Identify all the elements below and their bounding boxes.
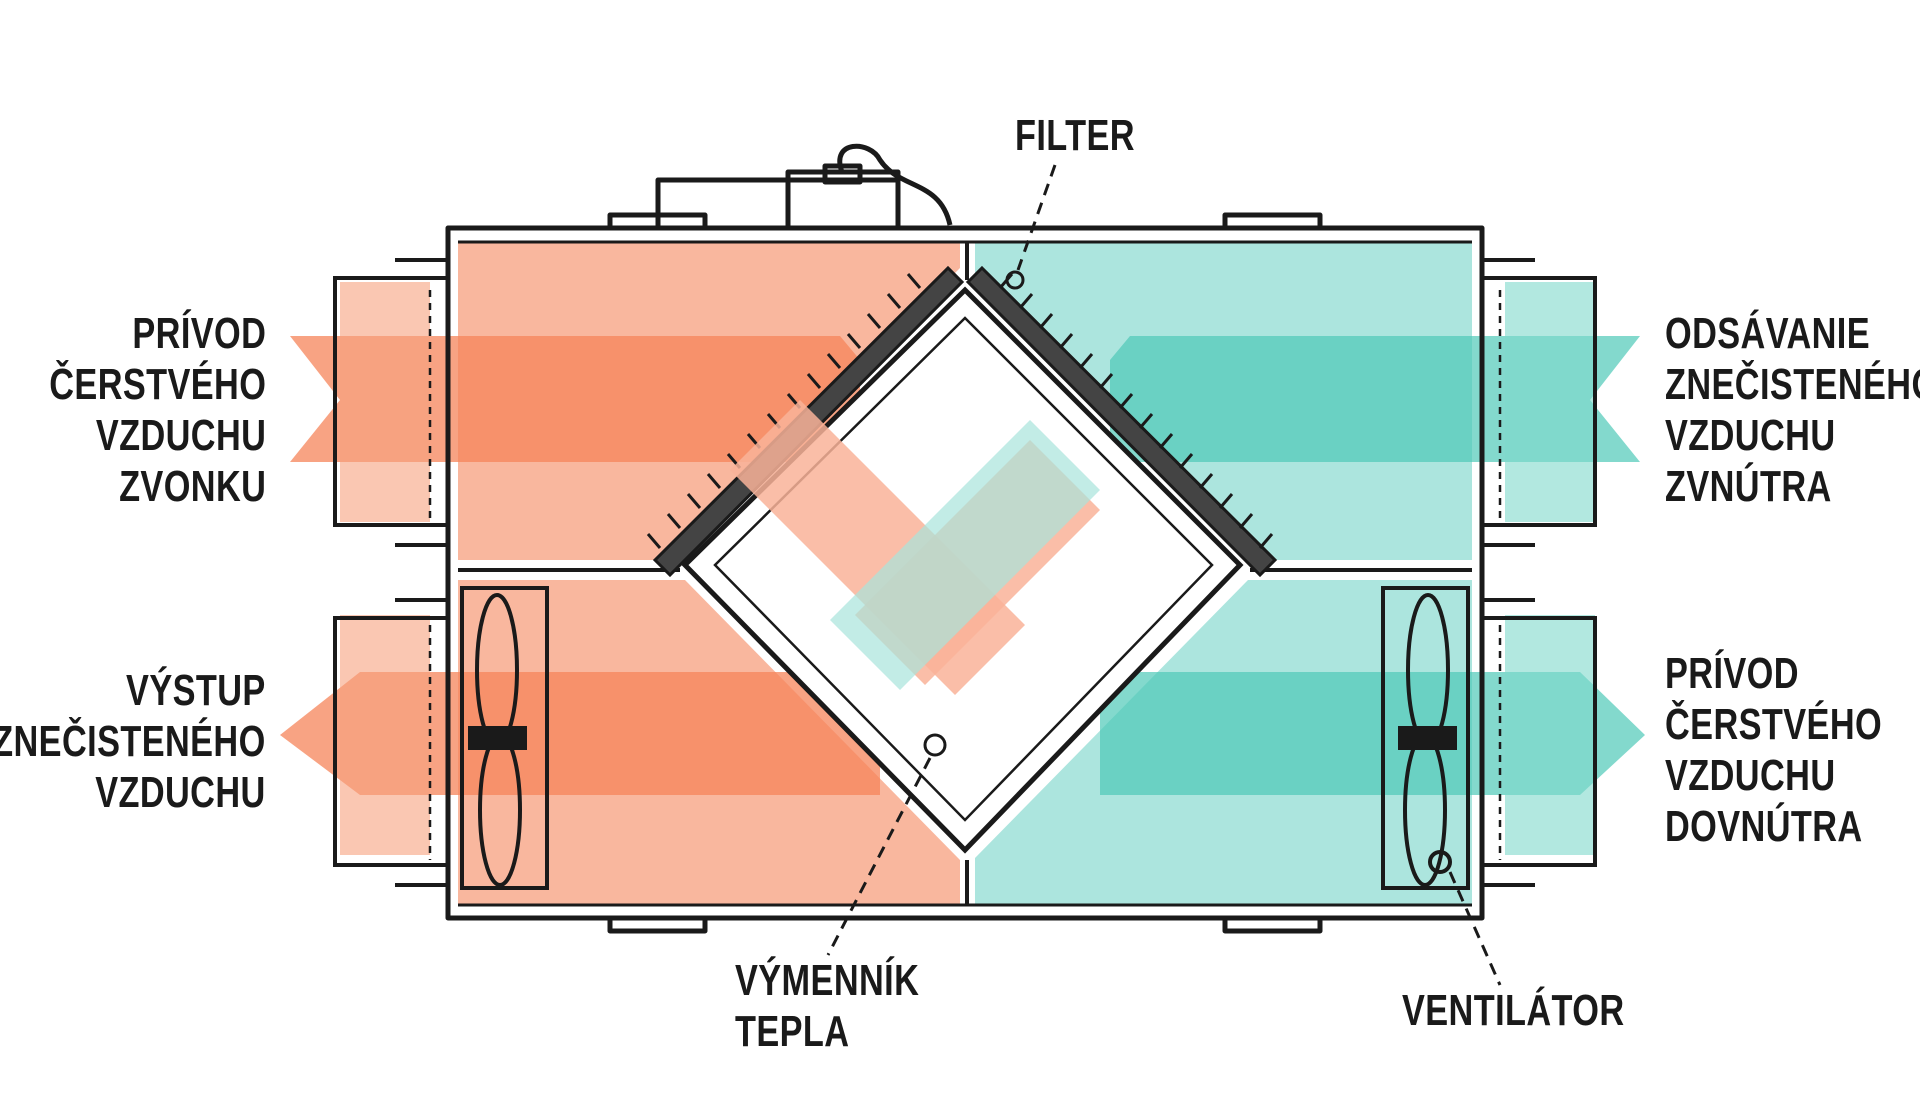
fan-right	[1381, 586, 1470, 890]
leader-heat-exchanger	[826, 757, 932, 956]
duct-flanges	[333, 258, 1597, 887]
unit-housing	[445, 225, 1485, 921]
label-exhaust-polluted: VÝSTUP ZNEČISTENÉHO VZDUCHU	[0, 666, 267, 817]
filter-right	[965, 265, 1278, 578]
flow-arrow-extract-inside	[1110, 282, 1640, 522]
label-supply-fresh-inside: PRÍVOD ČERSTVÉHO VZDUCHU DOVNÚTRA	[1665, 649, 1883, 851]
label-intake-fresh-outside: PRÍVOD ČERSTVÉHO VZDUCHU ZVONKU	[48, 309, 266, 511]
fan-left	[460, 586, 549, 890]
leader-lines	[826, 164, 1502, 986]
label-extract-polluted-inside: ODSÁVANIE ZNEČISTENÉHO VZDUCHU ZVNÚTRA	[1665, 309, 1920, 511]
flow-arrow-exhaust	[280, 615, 880, 855]
label-fan: VENTILÁTOR	[1402, 986, 1625, 1035]
heat-exchanger	[681, 270, 1244, 854]
label-heat-exchanger: VÝMENNÍK TEPLA	[735, 956, 920, 1056]
flow-arrow-supply-inside	[1100, 615, 1645, 855]
leader-fan	[1448, 871, 1502, 986]
flow-arrow-fresh-outside	[290, 282, 860, 522]
label-filter: FILTER	[1015, 111, 1135, 160]
control-box	[607, 143, 1323, 934]
